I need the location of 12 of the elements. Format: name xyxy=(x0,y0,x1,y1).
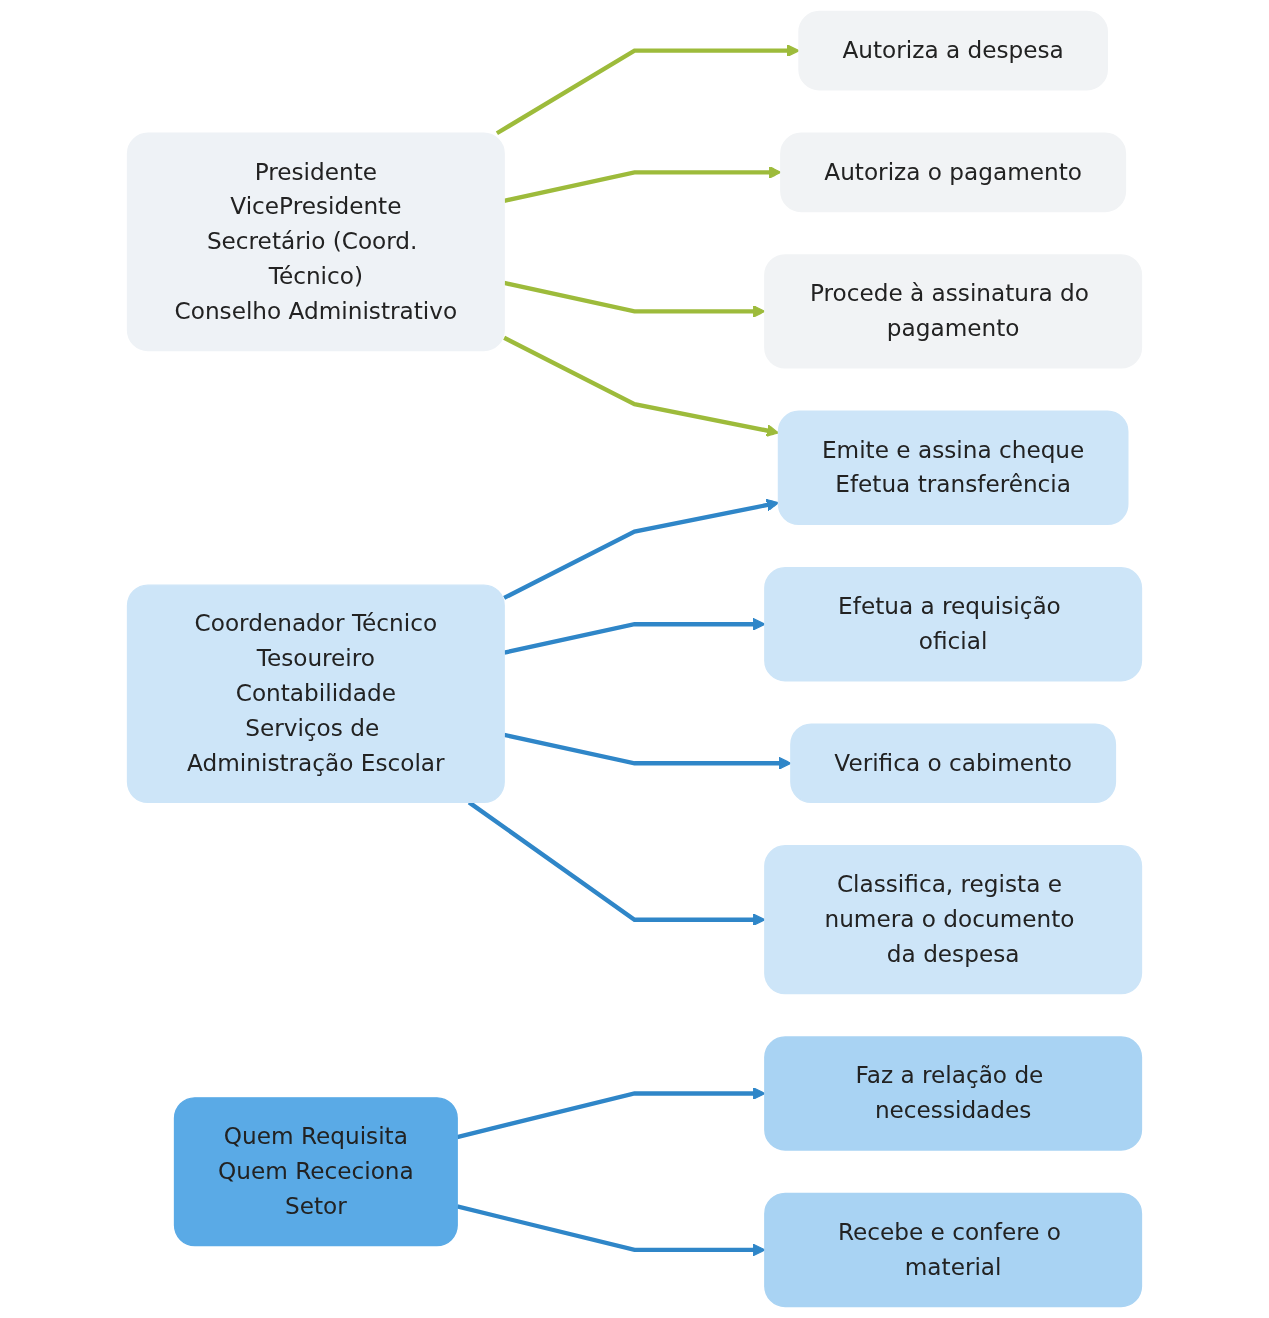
node-box: Efetua a requisição oficial xyxy=(764,567,1143,682)
node-box: Faz a relação de necessidades xyxy=(764,1036,1143,1151)
node-box: Recebe e confere o material xyxy=(764,1192,1143,1308)
node-box: Coordenador Técnico Tesoureiro Contabilidade Serviços de Administração Escolar xyxy=(126,584,505,804)
node-box: Procede à assinatura do pagamento xyxy=(764,254,1143,369)
node-box: Presidente VicePresidente Secretário (Coord. Técnico) Conselho Administrativo xyxy=(126,132,505,352)
node-box: Verifica o cabimento xyxy=(790,723,1117,804)
node-box: Autoriza a despesa xyxy=(798,10,1108,91)
node-box: Autoriza o pagamento xyxy=(780,132,1127,213)
node-box: Emite e assina cheque Efetua transferência xyxy=(777,410,1129,526)
node-box: Quem Requisita Quem Receciona Setor xyxy=(173,1097,458,1247)
node-box: Classifica, regista e numera o documento da despesa xyxy=(764,845,1143,995)
